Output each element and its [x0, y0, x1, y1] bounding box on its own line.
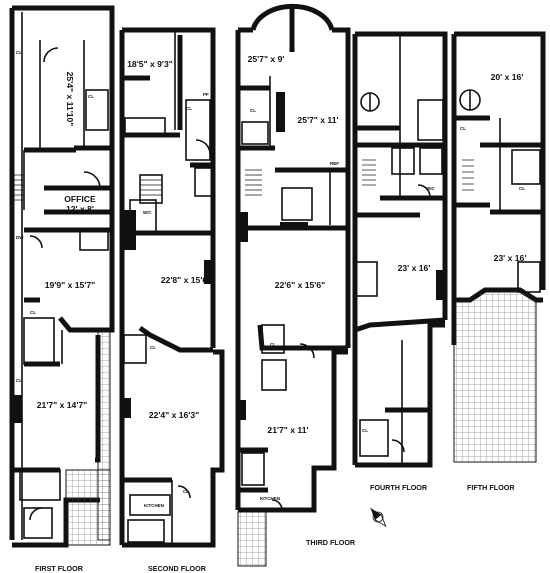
second-floor-plan: [119, 27, 225, 548]
room-dimension: 22'8" x 15'6": [161, 275, 211, 285]
fifth-floor-label: FIFTH FLOOR: [467, 483, 515, 492]
dishwasher-label: DW: [16, 235, 24, 240]
room-dimension: 23' x 16': [494, 253, 527, 263]
refrigerator-label: REF: [330, 161, 339, 166]
second-floor-label: SECOND FLOOR: [148, 564, 207, 573]
room-dimension: 20' x 16': [491, 72, 524, 82]
room-name: OFFICE: [64, 194, 96, 204]
north-arrow-icon: [370, 507, 387, 528]
room-dimension: 25'4" x 11'10": [65, 72, 75, 127]
closet-label: CL: [30, 310, 36, 315]
closet-label: CL: [362, 428, 368, 433]
room-name: KITCHEN: [144, 503, 164, 508]
room-dimension: 19'9" x 15'7": [45, 280, 95, 290]
room-dimension: 18'5" x 9'3": [127, 59, 173, 69]
fourth-floor-plan: [352, 31, 448, 468]
floor-labels: FIRST FLOOR SECOND FLOOR THIRD FLOOR FOU…: [35, 483, 515, 573]
closet-label: CL: [250, 108, 256, 113]
room-dimension: 21'7" x 11': [267, 425, 308, 435]
room-name: KITCHEN: [260, 496, 280, 501]
water-closet-label: W/C: [143, 210, 152, 215]
third-floor-plan: [235, 3, 351, 567]
closet-label: CL: [519, 186, 525, 191]
third-floor-label: THIRD FLOOR: [306, 538, 356, 547]
room-dimension: 25'7" x 9': [248, 54, 285, 64]
closet-label: CL: [183, 489, 189, 494]
walk-in-closet-label: WIC: [426, 186, 435, 191]
closet-label: CL: [16, 50, 22, 55]
closet-label: CL: [186, 106, 192, 111]
closet-label: CL: [88, 94, 94, 99]
closet-label: CL: [150, 345, 156, 350]
pantry-label: PF: [203, 92, 209, 97]
first-floor-label: FIRST FLOOR: [35, 564, 84, 573]
room-dimension: 12' x 8': [66, 204, 94, 214]
fourth-floor-label: FOURTH FLOOR: [370, 483, 428, 492]
closet-label: CL: [270, 342, 276, 347]
room-dimension: 21'7" x 14'7": [37, 400, 87, 410]
closet-label: CL: [460, 126, 466, 131]
fifth-floor-plan: [451, 31, 546, 463]
room-dimension: 22'4" x 16'3": [149, 410, 199, 420]
room-dimension: 22'6" x 15'6": [275, 280, 325, 290]
room-dimension: 23' x 16': [398, 263, 431, 273]
closet-label: CL: [16, 378, 22, 383]
first-floor-plan: [9, 5, 115, 548]
fixture-labels: CL CL CL CL CL CL CL CL CL CL CL CL DW R…: [16, 50, 525, 494]
room-labels: 25'4" x 11'10" OFFICE 12' x 8' 19'9" x 1…: [37, 54, 527, 508]
room-dimension: 25'7" x 11': [297, 115, 338, 125]
